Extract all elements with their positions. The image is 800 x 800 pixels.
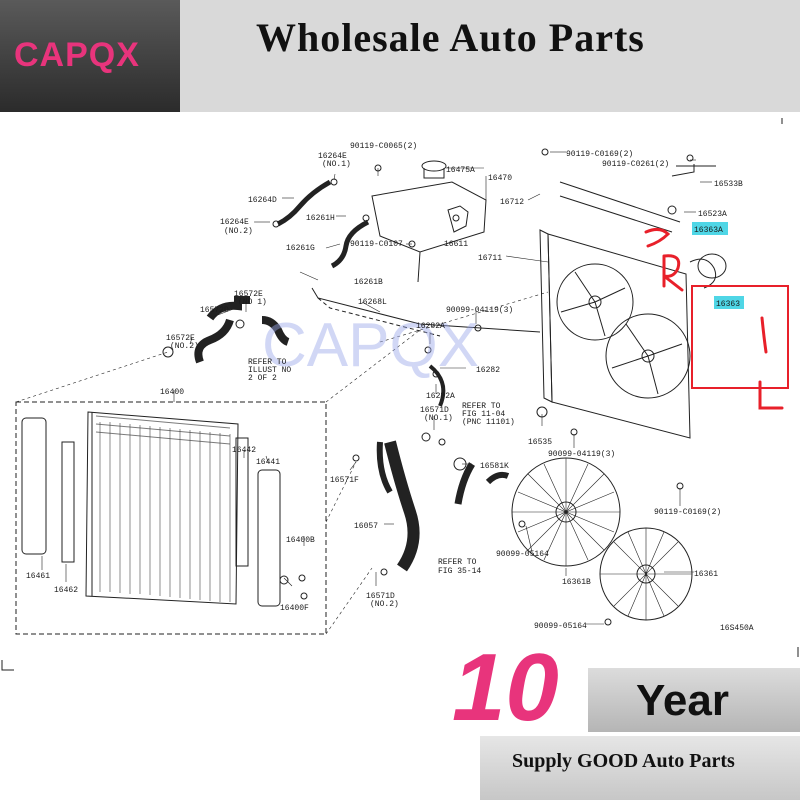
label-90119-C0261: 90119-C0261(2): [602, 160, 669, 169]
refer-b-line1: REFER TO: [462, 402, 501, 411]
label-16475A: 16475A: [446, 166, 475, 175]
label-16264E-top: 16264E: [318, 152, 347, 161]
label-16523A: 16523A: [698, 210, 727, 219]
label-16470: 16470: [488, 174, 512, 183]
label-90119-C0169-top: 90119-C0169(2): [566, 150, 633, 159]
label-16712: 16712: [500, 198, 524, 207]
header-banner: CAPQX Wholesale Auto Parts: [0, 0, 800, 112]
label-16264E-left: 16264E: [220, 218, 249, 227]
refer-c-line1: REFER TO: [438, 558, 477, 567]
parts-diagram: CAPQX 16264E (NO.1) 90119-C0065(2) 16475…: [1, 118, 799, 671]
label-no1-c: (NO.1): [424, 414, 453, 423]
brand-logo-block: CAPQX: [0, 0, 180, 112]
footer-tagline-bar: [480, 736, 800, 800]
label-16571D-bot: 16571D: [366, 592, 395, 601]
leader-lines: [41, 151, 712, 625]
label-no1-b: (NO 1): [238, 298, 267, 307]
label-16261B: 16261B: [354, 278, 383, 287]
radiator-drawing: [15, 401, 327, 635]
label-16361B: 16361B: [562, 578, 591, 587]
mark-L-stroke: [758, 380, 784, 410]
mark-R-stroke: [662, 254, 684, 292]
refer-c-line2: FIG 35-14: [438, 567, 481, 576]
part-labels: 16264E (NO.1) 90119-C0065(2) 16475A 1647…: [26, 142, 754, 633]
year-badge: [588, 668, 800, 732]
highlight-16363A: [692, 222, 728, 235]
highlight-box-16363: [691, 285, 789, 389]
highlight-16363: [714, 296, 744, 309]
label-16571D-top: 16571D: [420, 406, 449, 415]
label-16441: 16441: [256, 458, 280, 467]
red-annotations: [644, 227, 789, 410]
reference-dashed-lines: [15, 291, 549, 635]
label-90119-C0107: 90119-C0107: [350, 240, 403, 249]
label-16361: 16361: [694, 570, 718, 579]
label-16268L: 16268L: [358, 298, 387, 307]
refer-a-line2: ILLUST NO: [248, 366, 291, 375]
mark-1-stroke: [760, 316, 768, 354]
fan-shroud-drawing: [539, 164, 727, 439]
label-16261H: 16261H: [306, 214, 335, 223]
years-word: Year: [636, 676, 729, 725]
years-number: 10: [452, 634, 559, 741]
label-16442: 16442: [232, 446, 256, 455]
tagline: Supply GOOD Auto Parts: [512, 750, 735, 772]
refer-b-line3: (PNC 11101): [462, 418, 515, 427]
label-16400F: 16400F: [280, 604, 309, 613]
label-16533B: 16533B: [714, 180, 743, 189]
label-16261G: 16261G: [286, 244, 315, 253]
label-16462: 16462: [54, 586, 78, 595]
label-16611: 16611: [444, 240, 468, 249]
label-16711: 16711: [478, 254, 502, 263]
label-16264D: 16264D: [248, 196, 277, 205]
label-16363: 16363: [716, 300, 740, 309]
label-90099-05164-b: 90099-05164: [534, 622, 587, 631]
frame-corner-left: [1, 660, 14, 671]
label-16461: 16461: [26, 572, 50, 581]
label-16535: 16535: [528, 438, 552, 447]
label-no2-c: (NO.2): [370, 600, 399, 609]
label-16400: 16400: [160, 388, 184, 397]
label-16572D: 16572D: [200, 306, 229, 315]
label-90119-C0065: 90119-C0065(2): [350, 142, 417, 151]
mark-2-stroke: [644, 227, 671, 248]
fan-blades-drawing: [511, 457, 693, 621]
label-no1-a: (NO.1): [322, 160, 351, 169]
label-16363A: 16363A: [694, 226, 723, 235]
refer-a-line3: 2 OF 2: [248, 374, 277, 383]
label-90099-04119-b: 90099-04119(3): [548, 450, 615, 459]
label-90099-04119-top: 90099-04119(3): [446, 306, 513, 315]
label-16282A: 16282A: [416, 322, 445, 331]
page-title: Wholesale Auto Parts: [256, 15, 645, 60]
label-90119-C0169-b: 90119-C0169(2): [654, 508, 721, 517]
label-16400B: 16400B: [286, 536, 315, 545]
watermark: CAPQX: [262, 311, 479, 380]
label-16572E-top: 16572E: [234, 290, 263, 299]
label-16282: 16282: [476, 366, 500, 375]
upper-hoses-drawing: [194, 179, 541, 572]
reservoir-tank-drawing: [371, 160, 487, 283]
refer-a-line1: REFER TO: [248, 358, 287, 367]
label-no2-a: (NO.2): [224, 227, 253, 236]
label-90099-05164-a: 90099-05164: [496, 550, 549, 559]
label-16571F: 16571F: [330, 476, 359, 485]
figure-code: 16S450A: [720, 624, 754, 633]
label-16581K: 16581K: [480, 462, 509, 471]
brand-logo: CAPQX: [14, 36, 140, 74]
refer-b-line2: FIG 11-04: [462, 410, 505, 419]
label-16057: 16057: [354, 522, 378, 531]
label-no2-b: (NO.2): [170, 342, 199, 351]
label-16572E-left: 16572E: [166, 334, 195, 343]
label-16282A-b: 16282A: [426, 392, 455, 401]
